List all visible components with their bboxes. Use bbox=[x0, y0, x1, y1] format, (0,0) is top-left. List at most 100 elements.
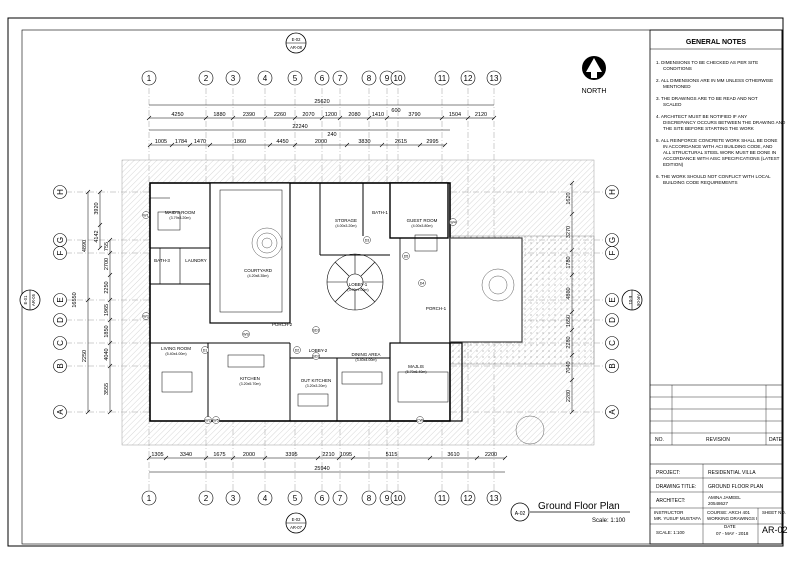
section-right-sheet: AR-06 bbox=[636, 294, 641, 307]
tag-label: D4 bbox=[420, 281, 425, 285]
room-area: (4.00x3.20m) bbox=[335, 224, 356, 228]
grid-col-label: 5 bbox=[293, 74, 298, 83]
dim-label: 4250 bbox=[171, 112, 183, 118]
grid-row-label: A bbox=[608, 409, 617, 415]
grid-bubble bbox=[225, 490, 241, 506]
grid-col-label: 6 bbox=[320, 74, 325, 83]
room-label: BATH-3 bbox=[154, 258, 170, 263]
dim-label: 1504 bbox=[449, 112, 461, 118]
note-item: 6. THE WORK SHOULD NOT CONFLICT WITH LOC… bbox=[656, 174, 771, 185]
dim-label: 2080 bbox=[348, 112, 360, 118]
section-marker-right: E-01 AR-06 bbox=[621, 289, 643, 311]
date-label: DATE bbox=[724, 524, 736, 529]
grid-col-label: 10 bbox=[394, 494, 403, 503]
architect-id: 20548627 bbox=[708, 501, 729, 506]
dim-tick bbox=[107, 297, 113, 303]
section-right-letter: E-01 bbox=[628, 296, 633, 306]
dim-tick bbox=[465, 115, 471, 121]
dim-tick bbox=[262, 455, 268, 461]
sheet-number: AR-02 bbox=[762, 525, 788, 535]
note-item: 5. ALL REINFORCE CONCRETE WORK SHALL BE … bbox=[656, 138, 780, 167]
tag-label: WS bbox=[243, 332, 249, 336]
revision-table: NO. REVISION DATE bbox=[650, 384, 783, 446]
dim-tick bbox=[85, 297, 91, 303]
grid-bubble bbox=[605, 233, 619, 247]
dim-label: 2700 bbox=[104, 258, 110, 270]
grid-bubble bbox=[605, 185, 619, 199]
tag-bubble bbox=[363, 236, 371, 244]
grid-bubble bbox=[605, 336, 619, 350]
dim-tick bbox=[502, 455, 508, 461]
dim-tick bbox=[439, 115, 445, 121]
dim-label: 2200 bbox=[485, 452, 497, 458]
building-walls bbox=[149, 182, 523, 422]
tag-bubble bbox=[416, 416, 424, 424]
dim-tick bbox=[107, 237, 113, 243]
room-label: PORCH-1 bbox=[426, 306, 447, 311]
grid-col-label: 7 bbox=[338, 494, 343, 503]
room-area: (5.70x6.40m) bbox=[405, 370, 426, 374]
dim-tick bbox=[474, 455, 480, 461]
section-marker-top: E-02 AR-08 bbox=[285, 32, 307, 54]
room-label: PORCH-2 bbox=[272, 322, 293, 327]
dim-label: 2260 bbox=[274, 112, 286, 118]
grid-col-label: 13 bbox=[490, 74, 499, 83]
section-top-letter: E-02 bbox=[292, 37, 302, 42]
dim-label-left-total: 16550 bbox=[72, 292, 78, 307]
dim-tick bbox=[203, 115, 209, 121]
dim-tick bbox=[442, 142, 448, 148]
grid-col-label: 3 bbox=[231, 74, 236, 83]
grid-bubble bbox=[53, 313, 67, 327]
tag-bubble bbox=[402, 252, 410, 260]
dim-label: 3830 bbox=[358, 139, 370, 145]
section-left-letter: E-01 bbox=[23, 295, 28, 305]
tag-bubble bbox=[293, 346, 301, 354]
grid-bubble bbox=[605, 313, 619, 327]
outer-border bbox=[7, 17, 784, 547]
dim-label: 2070 bbox=[302, 112, 314, 118]
dim-label: 2120 bbox=[475, 112, 487, 118]
tag-bubble bbox=[242, 330, 250, 338]
plan-title: Ground Floor Plan bbox=[538, 501, 620, 512]
dim-tick bbox=[187, 142, 193, 148]
project-label: PROJECT: bbox=[656, 470, 680, 476]
grid-bubble bbox=[390, 490, 406, 506]
tag-label: W4 bbox=[450, 220, 455, 224]
courtyard-tree bbox=[251, 227, 545, 445]
tag-label: W5 bbox=[213, 418, 218, 422]
grid-bubble bbox=[605, 405, 619, 419]
dim-tick bbox=[337, 115, 343, 121]
room-label: COURTYARD bbox=[244, 268, 273, 273]
room-label: MAJLIS bbox=[408, 364, 424, 369]
grid-bubble bbox=[257, 490, 273, 506]
dim-tick bbox=[319, 115, 325, 121]
dim-label: 2995 bbox=[426, 139, 438, 145]
dim-label: 1922 bbox=[92, 0, 104, 2]
furniture bbox=[157, 211, 449, 407]
grid-bubble bbox=[53, 293, 67, 307]
grid-bubble bbox=[390, 70, 406, 86]
dim-tick bbox=[366, 115, 372, 121]
dim-tick bbox=[146, 455, 152, 461]
dim-label: 4890 bbox=[82, 240, 88, 252]
grid-col-label: 9 bbox=[385, 74, 390, 83]
revision-header: REVISION bbox=[706, 437, 730, 443]
dim-label: 1200 bbox=[325, 112, 337, 118]
dim-tick bbox=[107, 317, 113, 323]
dim-tick bbox=[146, 115, 152, 121]
grid-row-label: E bbox=[608, 297, 617, 302]
drawing-title-value: GROUND FLOOR PLAN bbox=[708, 484, 764, 490]
grid-row-label: C bbox=[56, 340, 65, 346]
grid-bubble bbox=[332, 490, 348, 506]
grid-bubble bbox=[141, 70, 157, 86]
dim-label-total: 25620 bbox=[314, 99, 329, 105]
tag-label: D2 bbox=[295, 348, 300, 352]
dim-label: 4450 bbox=[276, 139, 288, 145]
tag-bubble bbox=[212, 416, 220, 424]
dim-label: 3555 bbox=[104, 383, 110, 395]
dim-tick bbox=[336, 455, 342, 461]
dim-tick bbox=[417, 142, 423, 148]
